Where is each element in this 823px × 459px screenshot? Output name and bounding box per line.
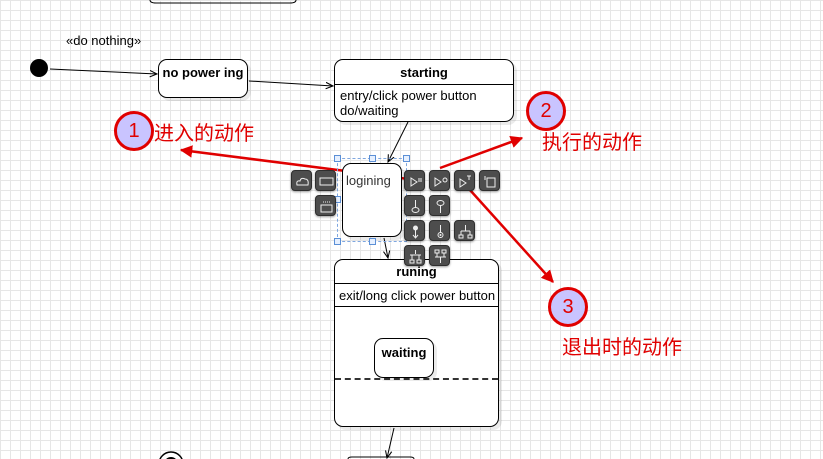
- partial-state-top: [149, 0, 297, 4]
- state-runing-exit: exit/long click power button: [339, 288, 496, 303]
- state-starting-do: do/waiting: [340, 103, 399, 118]
- annotation-badge-3: 3: [548, 287, 588, 327]
- state-starting-name: starting: [400, 65, 448, 80]
- annotation-text-1: 进入的动作: [154, 123, 254, 145]
- final-node[interactable]: [159, 451, 183, 459]
- transition-runing-final[interactable]: [387, 427, 395, 458]
- fork-down-icon[interactable]: [404, 195, 425, 216]
- do-action-icon[interactable]: [429, 170, 450, 191]
- state-no-power[interactable]: no power ing: [158, 59, 248, 98]
- initial-label: «do nothing»: [66, 33, 142, 48]
- annotation-arrow-2: [439, 135, 524, 170]
- final-pin-icon[interactable]: [429, 220, 450, 241]
- activity-shape-icon[interactable]: [315, 195, 336, 216]
- entry-action-icon[interactable]: [404, 170, 425, 191]
- transition-initial-nopower[interactable]: [49, 68, 157, 74]
- annotation-badge-2: 2: [526, 91, 566, 131]
- selection-outline: [337, 158, 407, 242]
- resize-handle-nw[interactable]: [334, 155, 341, 162]
- partial-state-bottom: [347, 456, 415, 459]
- transition-starting-logining[interactable]: [388, 121, 409, 162]
- annotation-badge-1: 1: [114, 111, 154, 151]
- resize-handle-s[interactable]: [369, 238, 376, 245]
- state-starting-entry: entry/click power button: [340, 88, 477, 103]
- fork-bar-icon[interactable]: [404, 245, 425, 266]
- state-starting-divider: [335, 84, 513, 85]
- state-runing-divider-2: [335, 306, 498, 307]
- exit-action-icon[interactable]: [454, 170, 475, 191]
- initial-pin-icon[interactable]: [404, 220, 425, 241]
- join-bar-icon[interactable]: [429, 245, 450, 266]
- annotation-arrow-3: [469, 189, 554, 283]
- outgoing-transition-icon[interactable]: [479, 170, 500, 191]
- join-down-icon[interactable]: [429, 195, 450, 216]
- annotation-text-2: 执行的动作: [542, 132, 642, 154]
- state-starting[interactable]: starting entry/click power button do/wai…: [334, 59, 514, 122]
- rectangle-shape-icon[interactable]: [315, 170, 336, 191]
- state-no-power-name: no power ing: [162, 65, 244, 80]
- state-runing-name: runing: [396, 264, 437, 279]
- resize-handle-sw[interactable]: [334, 238, 341, 245]
- state-waiting-name: waiting: [381, 345, 427, 360]
- choice-branch-icon[interactable]: [454, 220, 475, 241]
- region-divider: [335, 378, 498, 380]
- initial-node[interactable]: [30, 59, 48, 77]
- cloud-shape-icon[interactable]: [291, 170, 312, 191]
- resize-handle-ne[interactable]: [403, 155, 410, 162]
- state-waiting[interactable]: waiting: [374, 338, 434, 378]
- state-logining[interactable]: logining: [342, 163, 402, 237]
- resize-handle-n[interactable]: [369, 155, 376, 162]
- state-logining-name: logining: [346, 173, 391, 188]
- transition-nopower-starting[interactable]: [248, 80, 333, 86]
- annotation-text-3: 退出时的动作: [562, 337, 682, 359]
- state-runing-divider-1: [335, 283, 498, 284]
